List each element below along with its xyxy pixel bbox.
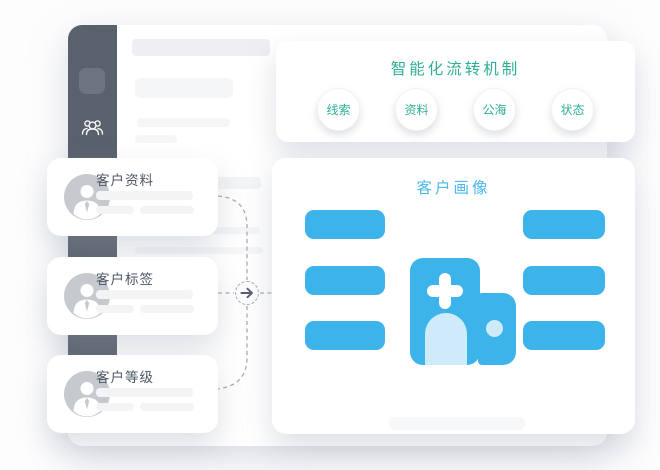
placeholder-bar (137, 118, 230, 127)
portrait-field-bar (305, 321, 385, 350)
placeholder-line (96, 388, 193, 397)
pill-materials[interactable]: 资料 (395, 88, 438, 131)
placeholder-bar (135, 247, 263, 254)
placeholder-bar (389, 417, 525, 430)
placeholder-bar (135, 135, 177, 143)
customer-portrait-card: 客户画像 (272, 158, 635, 434)
pill-public-pool[interactable]: 公海 (473, 88, 516, 131)
source-card-title: 客户标签 (96, 272, 154, 287)
source-card-customer-profile: 客户资料 (47, 158, 218, 236)
placeholder-line (96, 403, 134, 411)
placeholder-line (96, 206, 134, 214)
portrait-field-bar (305, 266, 385, 295)
placeholder-line (96, 290, 193, 299)
placeholder-line (96, 191, 193, 200)
flow-pill-row: 线索 资料 公海 状态 (276, 88, 635, 131)
placeholder-line (140, 206, 194, 214)
source-card-customer-level: 客户等级 (47, 355, 218, 433)
placeholder-bar (135, 78, 233, 98)
flow-mechanism-title: 智能化流转机制 (390, 61, 521, 78)
portrait-field-bar (305, 210, 385, 239)
source-card-title: 客户资料 (96, 173, 154, 188)
placeholder-line (140, 305, 194, 313)
portrait-field-bar (523, 266, 605, 295)
building-window-dot (486, 320, 503, 337)
source-card-customer-tags: 客户标签 (47, 257, 218, 335)
building-door-shape (425, 313, 467, 365)
portrait-field-bar (523, 321, 605, 350)
app-tile-icon[interactable] (79, 68, 105, 94)
plus-icon (439, 273, 451, 309)
users-group-icon[interactable] (80, 115, 105, 139)
arrow-right-icon (235, 281, 259, 305)
source-card-title: 客户等级 (96, 370, 154, 385)
portrait-field-bar (523, 210, 605, 239)
flow-mechanism-card: 智能化流转机制 线索 资料 公海 状态 (276, 41, 635, 142)
placeholder-bar (132, 39, 270, 56)
pill-status[interactable]: 状态 (551, 88, 594, 131)
placeholder-line (96, 305, 134, 313)
pill-leads[interactable]: 线索 (317, 88, 360, 131)
customer-portrait-title: 客户画像 (416, 180, 491, 197)
placeholder-line (140, 403, 194, 411)
